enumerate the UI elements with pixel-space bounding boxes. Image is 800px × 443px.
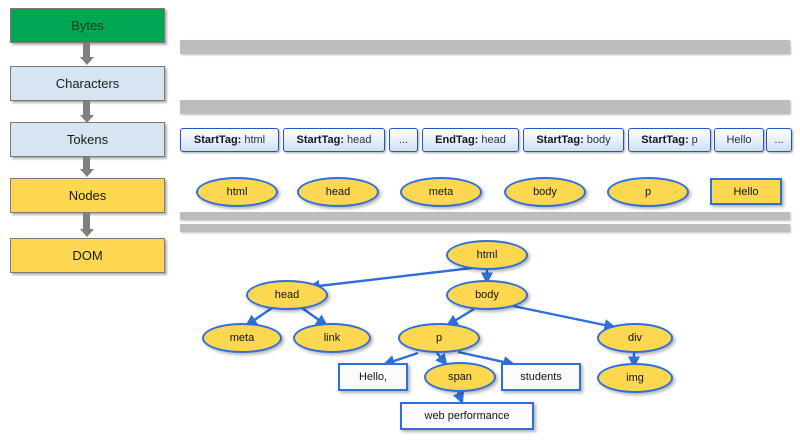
token-value: ...	[774, 134, 784, 146]
token-starttag-head: StartTag: head	[283, 128, 385, 152]
token-prefix: EndTag:	[435, 134, 479, 146]
token-value: ...	[398, 134, 409, 146]
tree-node-img: img	[597, 363, 673, 393]
token-ellipsis-2: ...	[766, 128, 792, 152]
tree-node-text-webperformance: web performance	[400, 402, 534, 430]
token-endtag-head: EndTag: head	[422, 128, 519, 152]
tree-node-text-students: students	[501, 363, 581, 391]
stage-arrow-nodes-dom	[83, 213, 90, 230]
stage-dom: DOM	[10, 238, 165, 273]
token-value: head	[481, 134, 506, 146]
token-starttag-p: StartTag: p	[628, 128, 711, 152]
tree-node-link: link	[293, 323, 371, 353]
token-value: body	[586, 134, 611, 146]
token-prefix: StartTag:	[536, 134, 584, 146]
tree-node-html: html	[446, 240, 528, 270]
stage-bytes: Bytes	[10, 8, 165, 43]
node-row-meta: meta	[400, 177, 482, 207]
node-row-head: head	[297, 177, 379, 207]
token-prefix: StartTag:	[296, 134, 344, 146]
node-row-hello: Hello	[710, 178, 782, 205]
tree-node-span: span	[424, 362, 496, 392]
token-value: Hello	[726, 134, 752, 146]
tree-node-head: head	[246, 280, 328, 310]
token-prefix: StartTag:	[641, 134, 689, 146]
node-row-html: html	[196, 177, 278, 207]
token-ellipsis-1: ...	[389, 128, 418, 152]
node-row-p: p	[607, 177, 689, 207]
tree-node-p: p	[398, 323, 480, 353]
stage-arrow-bytes-characters	[83, 43, 90, 58]
token-text-hello: Hello	[714, 128, 764, 152]
nodes-stream-bar-2	[180, 224, 790, 232]
stage-tokens: Tokens	[10, 122, 165, 157]
tree-node-body: body	[446, 280, 528, 310]
characters-stream-bar	[180, 100, 790, 114]
token-starttag-body: StartTag: body	[523, 128, 624, 152]
token-starttag-html: StartTag: html	[180, 128, 279, 152]
nodes-stream-bar-1	[180, 212, 790, 220]
tree-node-meta: meta	[202, 323, 282, 353]
bytes-stream-bar	[180, 40, 790, 54]
tree-node-div: div	[597, 323, 673, 353]
token-value: html	[244, 134, 266, 146]
node-row-body: body	[504, 177, 586, 207]
stage-characters: Characters	[10, 66, 165, 101]
stage-arrow-tokens-nodes	[83, 157, 90, 170]
token-value: p	[691, 134, 698, 146]
stage-arrow-characters-tokens	[83, 101, 90, 116]
token-prefix: StartTag:	[193, 134, 242, 146]
token-value: head	[346, 134, 372, 146]
stage-nodes: Nodes	[10, 178, 165, 213]
tree-node-text-hello: Hello,	[338, 363, 408, 391]
